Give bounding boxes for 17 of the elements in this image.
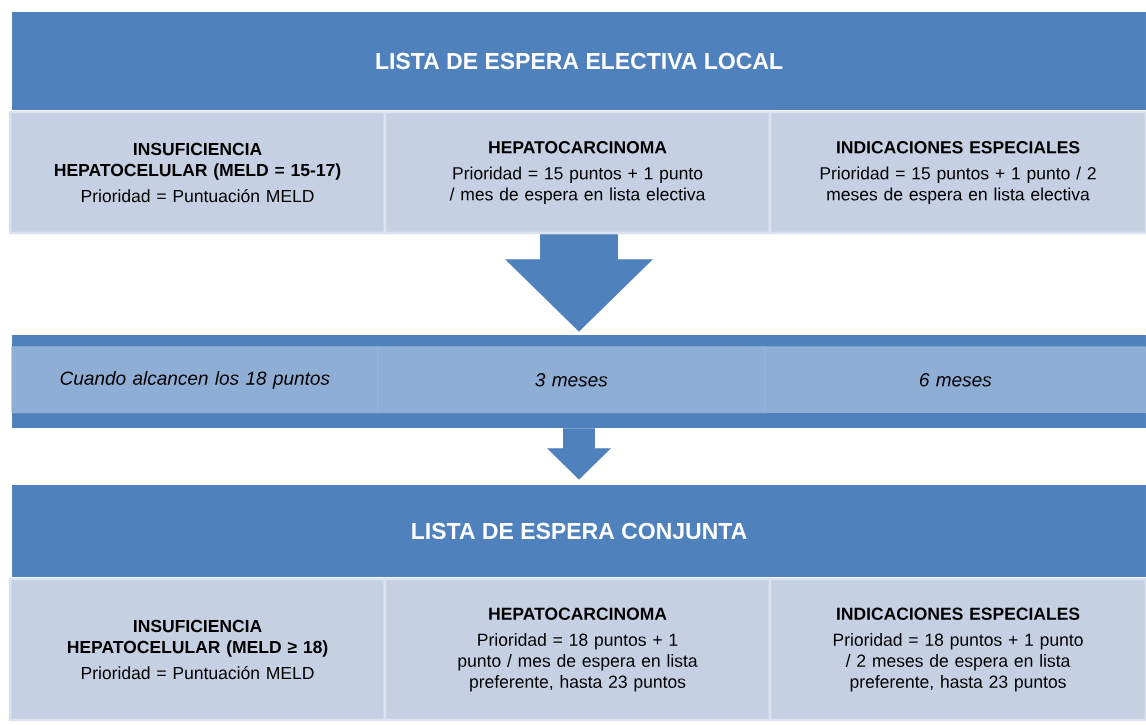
category-cell: HEPATOCARCINOMA Prioridad = 15 puntos + 1 punto / mes de espera en lista electiva xyxy=(383,110,772,235)
node-label: INDICACIONES ESPECIALES xyxy=(837,141,1080,154)
category-cell: INSUFICIENCIA HEPATOCELULAR (MELD = 15-17) Prioridad = Puntuación MELD xyxy=(8,110,387,235)
node-label: Prioridad = 15 puntos + 1 punto / 2 meses de espera en lista electiva xyxy=(820,166,1096,204)
block-arrow xyxy=(547,428,611,480)
category-cell: HEPATOCARCINOMA Prioridad = 18 puntos + 1 punto / mes de espera en lista preferente, hasta 23 puntos xyxy=(383,577,772,722)
period-cell: Cuando alcancen los 18 puntos xyxy=(11,346,379,414)
category-cell: INDICACIONES ESPECIALES Prioridad = 18 puntos + 1 punto / 2 meses de espera en lista preferente, hasta 23 puntos xyxy=(768,577,1146,722)
node-label: Prioridad = 18 puntos + 1 punto / 2 meses de espera en lista preferente, hasta 23 puntos xyxy=(833,633,1083,692)
block-arrow xyxy=(505,234,653,332)
header-band: LISTA DE ESPERA ELECTIVA LOCAL xyxy=(12,12,1146,110)
category-cell: INSUFICIENCIA HEPATOCELULAR (MELD ≥ 18) Prioridad = Puntuación MELD xyxy=(8,577,387,722)
period-cell: 6 meses xyxy=(764,346,1146,414)
node-label: INDICACIONES ESPECIALES xyxy=(837,607,1080,620)
period-cell: 3 meses xyxy=(377,346,766,414)
header-band: LISTA DE ESPERA CONJUNTA xyxy=(12,485,1146,577)
category-cell: INDICACIONES ESPECIALES Prioridad = 15 puntos + 1 punto / 2 meses de espera en lista electiva xyxy=(768,110,1146,235)
